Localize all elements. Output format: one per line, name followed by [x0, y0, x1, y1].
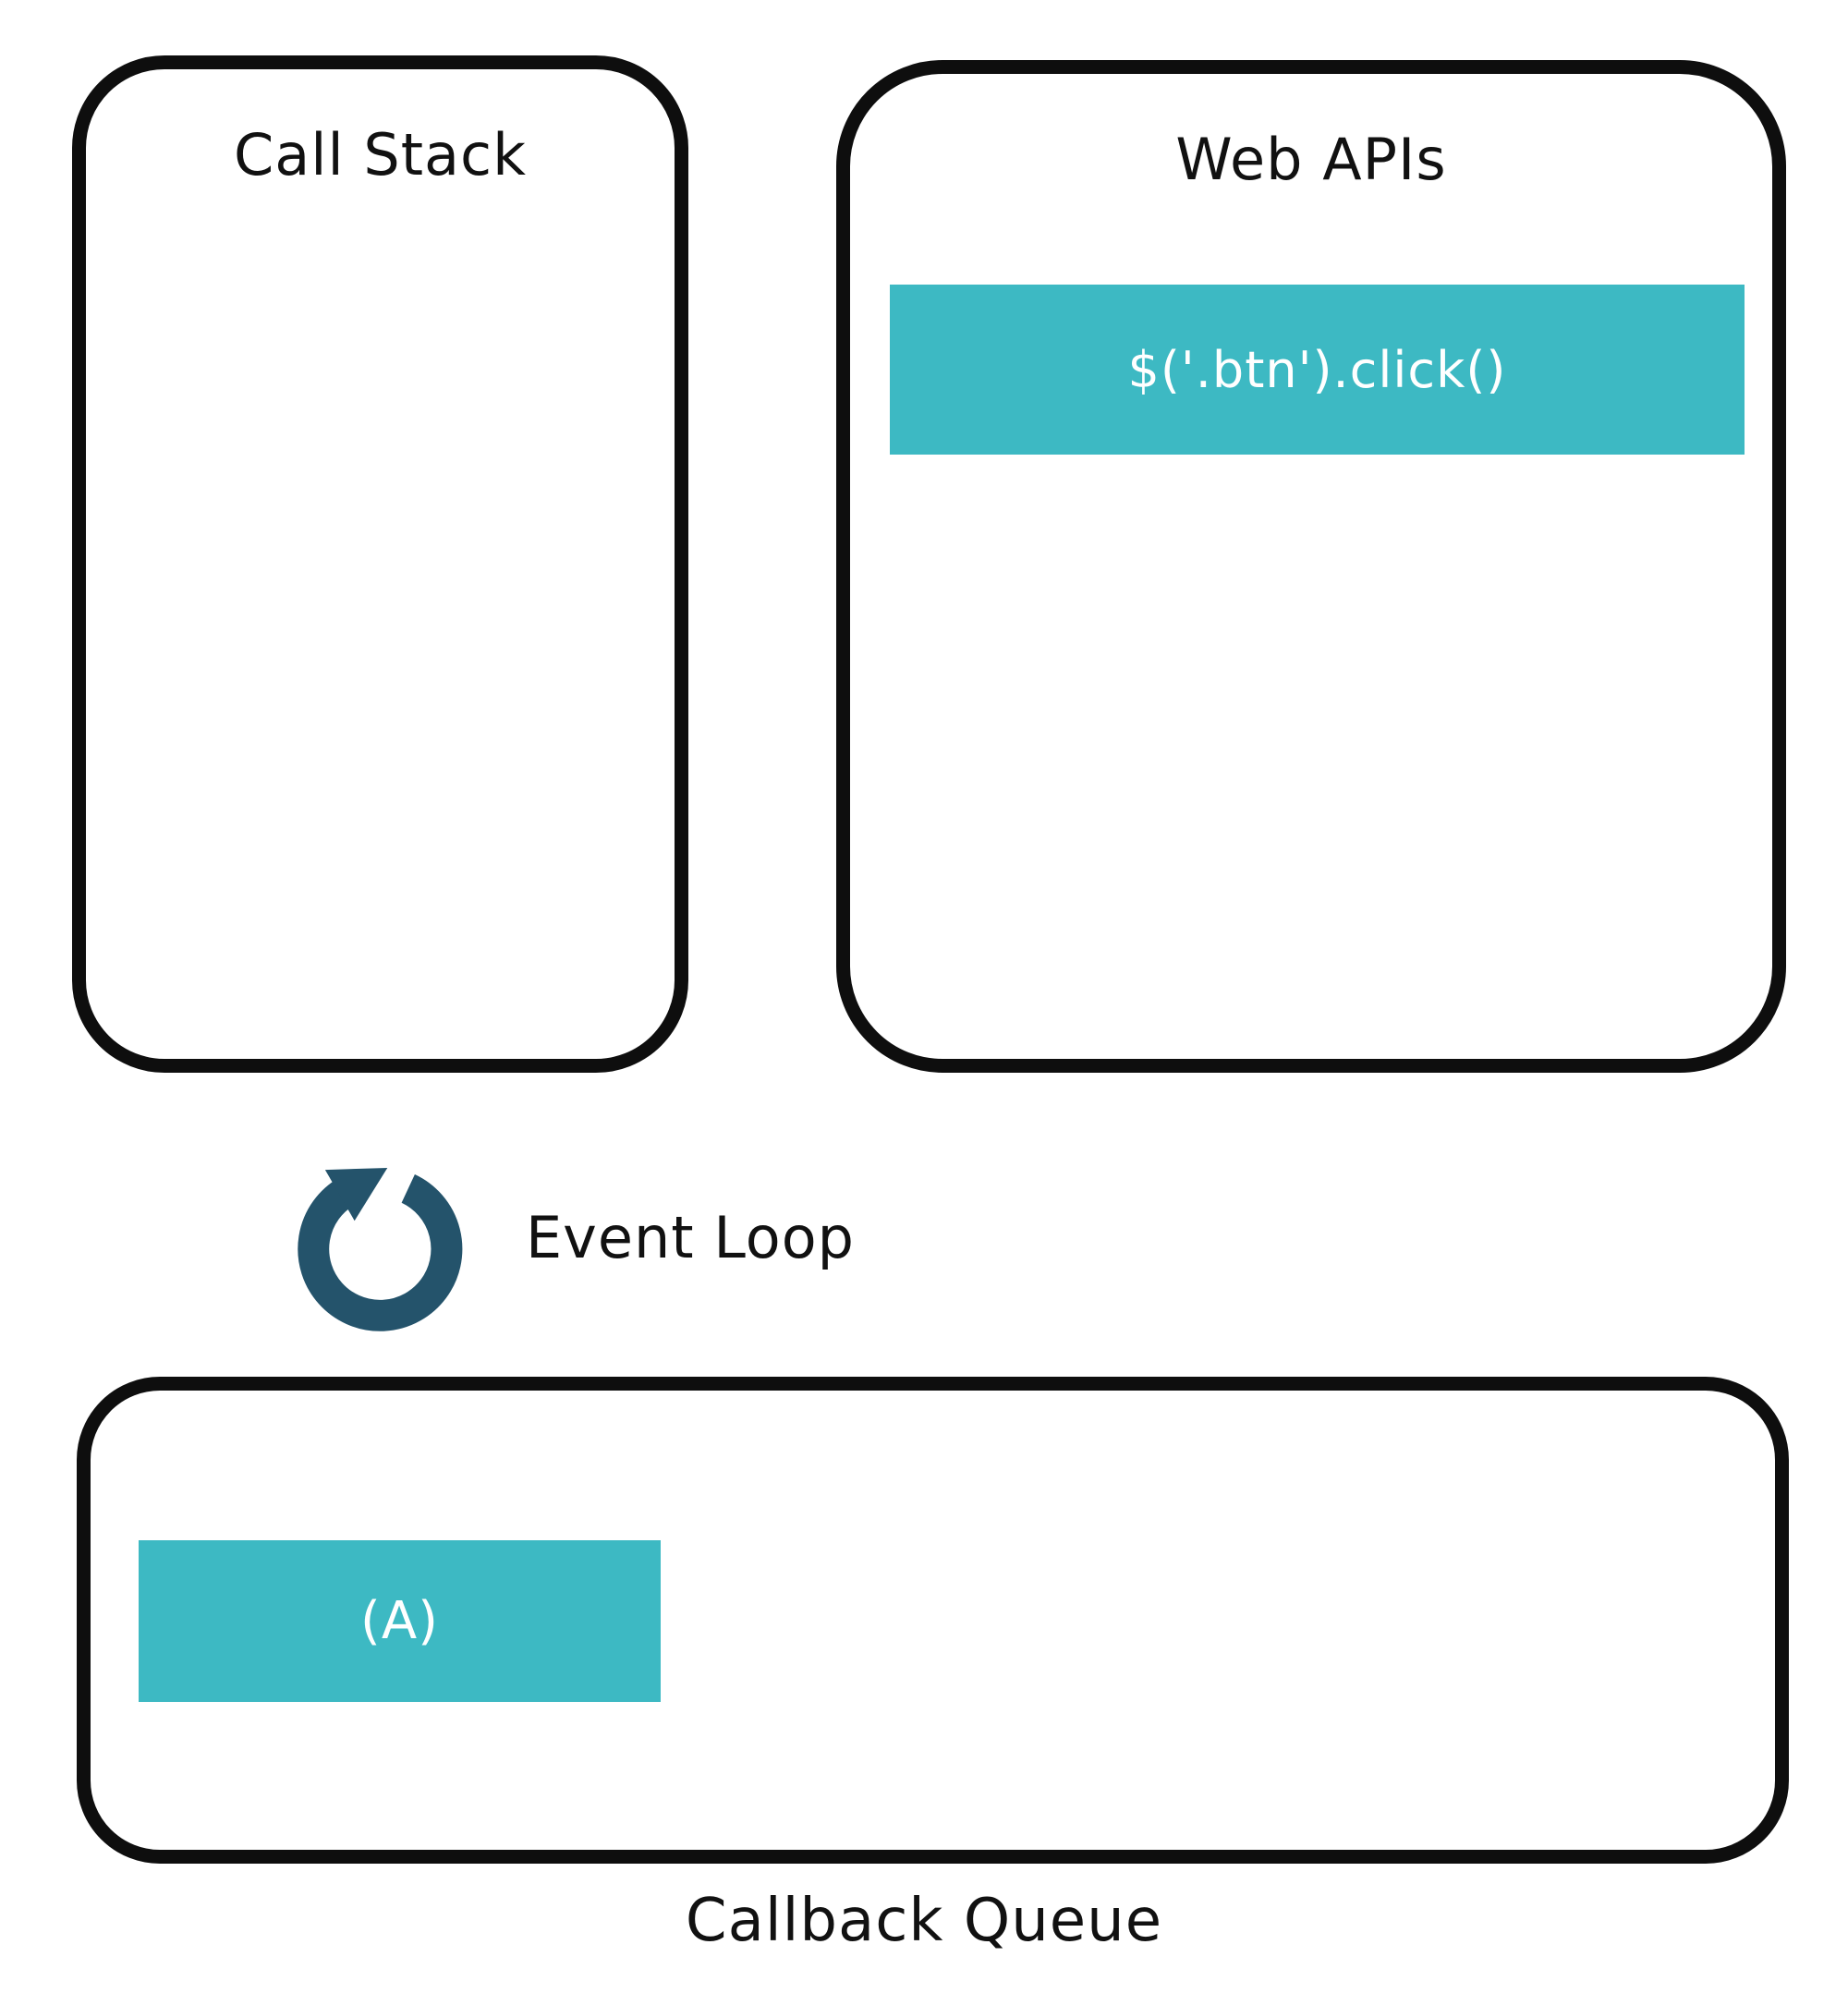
callback-queue-box: (A) — [77, 1377, 1789, 1864]
event-loop-group: Event Loop — [274, 1139, 855, 1335]
web-api-task-label: $('.btn').click() — [1127, 340, 1507, 399]
web-apis-title: Web APIs — [1175, 126, 1447, 193]
web-apis-box: Web APIs $('.btn').click() — [836, 60, 1786, 1073]
callback-queue-task-bar: (A) — [139, 1540, 661, 1702]
event-loop-icon — [298, 1167, 463, 1331]
event-loop-label: Event Loop — [526, 1203, 855, 1271]
callback-queue-task-label: (A) — [359, 1591, 439, 1651]
call-stack-box: Call Stack — [72, 55, 688, 1073]
callback-queue-title: Callback Queue — [685, 1887, 1163, 1955]
web-api-task-bar: $('.btn').click() — [890, 285, 1745, 455]
call-stack-title: Call Stack — [233, 121, 528, 188]
